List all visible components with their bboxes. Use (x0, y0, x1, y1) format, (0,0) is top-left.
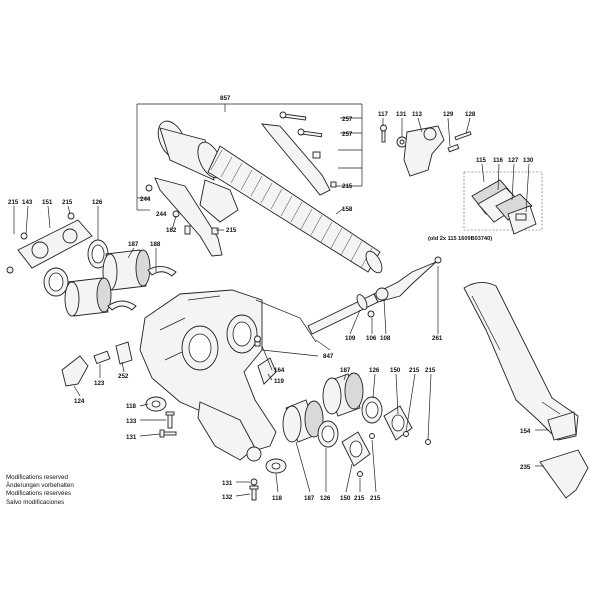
label-162: 162 (166, 227, 177, 234)
label-128: 128 (465, 111, 476, 118)
label-119: 119 (274, 378, 285, 385)
label-215-lower-a: 215 (354, 495, 365, 502)
label-130: 130 (523, 157, 534, 164)
leader-lines (13, 117, 548, 497)
bracket-arm-part (261, 123, 331, 196)
lower-bracket-part (154, 177, 223, 257)
washer-118-upper (145, 396, 167, 412)
label-150-right: 150 (390, 367, 401, 374)
modifications-notice: Modifications reserved Änderungen vorbeh… (6, 474, 74, 507)
label-126-right: 126 (369, 367, 380, 374)
screw-215-top (330, 181, 337, 188)
label-847: 847 (323, 353, 334, 360)
part-group-857 (136, 103, 383, 274)
label-115: 115 (476, 157, 487, 164)
shaft-part (307, 256, 442, 335)
label-257-lower: 257 (342, 131, 353, 138)
label-129: 129 (443, 111, 454, 118)
dust-tube-part (157, 120, 239, 223)
label-143: 143 (22, 199, 33, 206)
screw-257-lower (297, 128, 323, 138)
label-118-upper: 118 (126, 403, 137, 410)
label-109: 109 (345, 335, 356, 342)
notice-line-es: Salvo modificaciones (6, 498, 65, 506)
part-group-113 (380, 124, 472, 177)
knob-part (61, 341, 133, 387)
screw-131 (159, 429, 177, 438)
label-215-right-b: 215 (425, 367, 436, 374)
label-131-top: 131 (396, 111, 407, 118)
clip-119 (257, 357, 277, 385)
part-labels: 857 257 257 215 158 117 131 113 129 128 … (8, 95, 534, 502)
label-126-lower: 126 (320, 495, 331, 502)
label-187-lower: 187 (304, 495, 315, 502)
old-part-note: (old 2x 115 1609B03740) (428, 236, 492, 242)
label-124: 124 (74, 398, 85, 405)
label-215-right-a: 215 (409, 367, 420, 374)
label-131-mid: 131 (126, 434, 137, 441)
label-133: 133 (126, 418, 137, 425)
label-106: 106 (366, 335, 377, 342)
label-132: 132 (222, 494, 233, 501)
label-123: 123 (94, 380, 105, 387)
gasket-150-right-lower (341, 431, 371, 467)
chute-154-part (463, 282, 579, 441)
notice-line-fr: Modifications réservées (6, 490, 71, 498)
sleeve-187-right-lower (282, 399, 324, 443)
label-150-lower: 150 (340, 495, 351, 502)
label-131-lower: 131 (222, 480, 233, 487)
label-118-lower: 118 (272, 495, 283, 502)
screw-131-lower (250, 478, 258, 486)
screw-132 (249, 485, 259, 501)
ring-126-left (87, 239, 109, 269)
notice-line-de: Änderungen vorbehalten (6, 482, 74, 490)
label-857: 857 (220, 95, 231, 102)
label-117: 117 (378, 111, 389, 118)
screw-257-upper (279, 111, 307, 121)
label-113: 113 (412, 111, 423, 118)
label-108: 108 (380, 335, 391, 342)
ring-126-right-lower (317, 420, 339, 448)
label-215-top: 215 (342, 183, 353, 190)
label-158: 158 (342, 206, 353, 213)
label-187-right: 187 (340, 367, 351, 374)
notice-line-en: Modifications reserved (6, 474, 68, 481)
clip-188 (107, 266, 177, 311)
label-261: 261 (432, 335, 443, 342)
ring-126-right-upper (361, 396, 383, 424)
ring-left-lower (43, 267, 69, 297)
sleeve-187-upper (102, 249, 151, 291)
part-group-115 (463, 171, 543, 235)
label-257-upper: 257 (342, 116, 353, 123)
label-215-left-a: 215 (8, 199, 19, 206)
part-group-151 (6, 212, 93, 274)
washer-118-lower (265, 458, 287, 474)
label-252: 252 (118, 373, 129, 380)
pin-164 (254, 335, 261, 347)
sleeve-187-lower (64, 277, 112, 317)
corrugated-hose-part (207, 145, 383, 274)
label-116: 116 (493, 157, 504, 164)
label-154: 154 (520, 428, 531, 435)
label-151: 151 (42, 199, 53, 206)
label-244-upper: 244 (140, 196, 151, 203)
label-127: 127 (508, 157, 519, 164)
label-126-left: 126 (92, 199, 103, 206)
main-housing-part (139, 289, 319, 462)
cover-235-part (539, 449, 589, 499)
label-215-left-b: 215 (62, 199, 73, 206)
label-215-mid: 215 (226, 227, 237, 234)
screw-133 (165, 411, 175, 429)
label-188: 188 (150, 241, 161, 248)
label-244-lower: 244 (156, 211, 167, 218)
sleeve-187-right-upper (322, 372, 364, 417)
label-235: 235 (520, 464, 531, 471)
label-187-upper: 187 (128, 241, 139, 248)
label-164: 164 (274, 367, 285, 374)
label-215-lower-b: 215 (370, 495, 381, 502)
